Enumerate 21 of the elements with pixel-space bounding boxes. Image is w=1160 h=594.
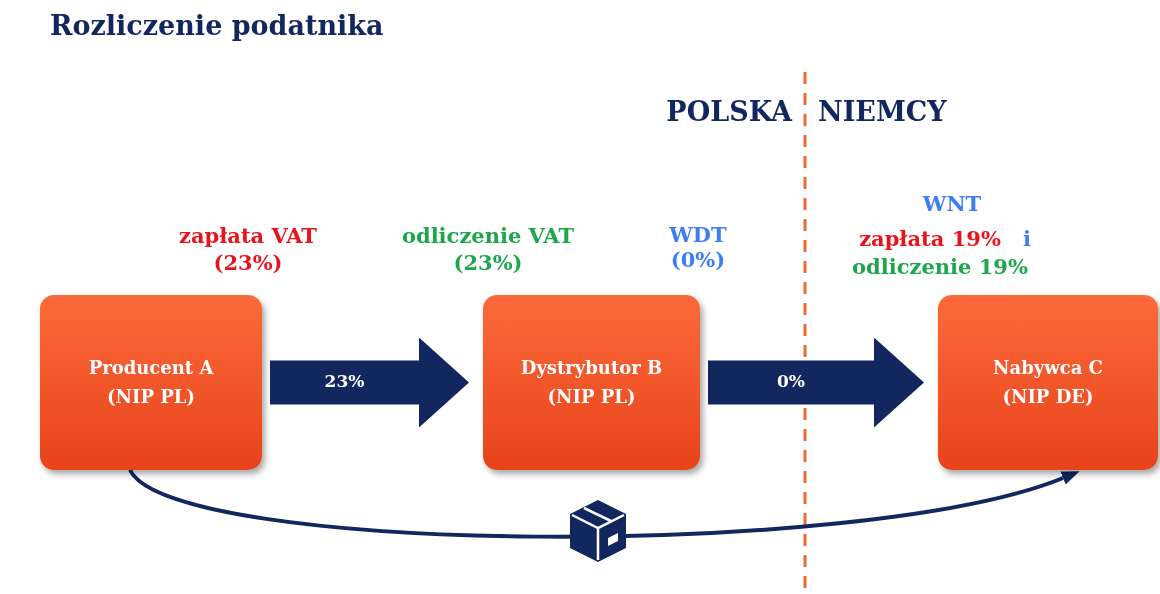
node-label: Dystrybutor B (NIP PL)	[519, 355, 664, 409]
text-label: WDT (0%)	[668, 222, 728, 272]
node-label: Nabywca C (NIP DE)	[992, 355, 1104, 409]
arrow	[128, 468, 1081, 539]
process-box	[40, 295, 262, 470]
block-arrow	[270, 337, 469, 428]
process-box	[483, 295, 700, 470]
text-label: POLSKA	[665, 96, 792, 127]
annotation: odliczenie VAT (23%)	[400, 222, 576, 277]
edge-label: 0%	[776, 370, 806, 391]
node-label: Producent A (NIP PL)	[87, 355, 215, 409]
process-box	[938, 295, 1158, 470]
text-label: NIEMCY	[818, 96, 948, 127]
block-arrow	[708, 337, 924, 428]
title: Rozliczenie podatnika	[50, 10, 384, 41]
annotation: i	[1022, 225, 1032, 253]
edge-label: 23%	[323, 370, 366, 391]
annotation: odliczenie 19%	[851, 253, 1029, 281]
annotation: zapłata VAT (23%)	[178, 222, 318, 277]
annotation: zapłata 19%	[858, 225, 1002, 253]
annotation: WNT	[921, 190, 983, 218]
